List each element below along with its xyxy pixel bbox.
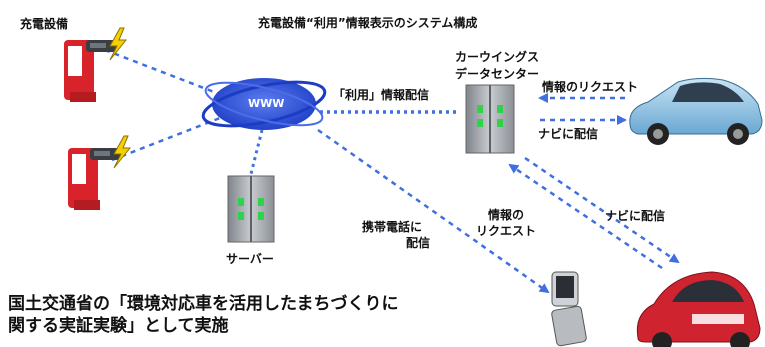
info-request-ev2-label-line1: 情報の bbox=[488, 208, 525, 222]
mobile-delivery-label-line1: 携帯電話に bbox=[362, 220, 423, 234]
line-nav-ev2 bbox=[524, 156, 680, 264]
www-globe-icon bbox=[201, 78, 327, 130]
footer-line1: 国土交通省の「環境対応車を活用したまちづくりに bbox=[8, 294, 399, 314]
datacenter-label-line2: データセンター bbox=[454, 67, 539, 81]
usage-info-delivery-label: 「利用」情報配信 bbox=[333, 88, 430, 102]
datacenter-label-line1: カーウイングス bbox=[454, 50, 539, 64]
deliver-to-nav-ev2-label: ナビに配信 bbox=[605, 209, 666, 223]
line-charger1-www bbox=[104, 48, 223, 97]
charger-icon bbox=[64, 27, 128, 102]
ev-car-imiev-icon bbox=[636, 271, 761, 347]
line-ev2-request bbox=[508, 163, 663, 270]
lightning-icon bbox=[113, 135, 132, 169]
ev-car-leaf-icon bbox=[629, 77, 763, 145]
line-www-mobile bbox=[317, 128, 550, 294]
info-request-ev1-label: 情報のリクエスト bbox=[542, 80, 639, 94]
footer-line2: 関する実証実験」として実施 bbox=[8, 316, 229, 336]
line-charger2-www bbox=[111, 116, 221, 162]
deliver-to-nav-ev1-label: ナビに配信 bbox=[538, 127, 599, 141]
connection-lines bbox=[104, 48, 680, 294]
datacenter-server-icon bbox=[465, 84, 515, 154]
lightning-icon bbox=[109, 27, 128, 61]
server-icon bbox=[227, 175, 275, 243]
mobile-phone-icon bbox=[551, 271, 587, 347]
charging-equipment-label: 充電設備 bbox=[20, 17, 69, 31]
line-www-server bbox=[248, 129, 264, 179]
www-label: WWW bbox=[248, 97, 285, 110]
info-request-ev2-label-line2: リクエスト bbox=[476, 224, 537, 238]
charger-icon bbox=[68, 135, 132, 210]
diagram-title: 充電設備“利用”情報表示のシステム構成 bbox=[258, 16, 478, 30]
server-label: サーバー bbox=[226, 252, 274, 266]
mobile-delivery-label-line2: 配信 bbox=[406, 236, 431, 250]
